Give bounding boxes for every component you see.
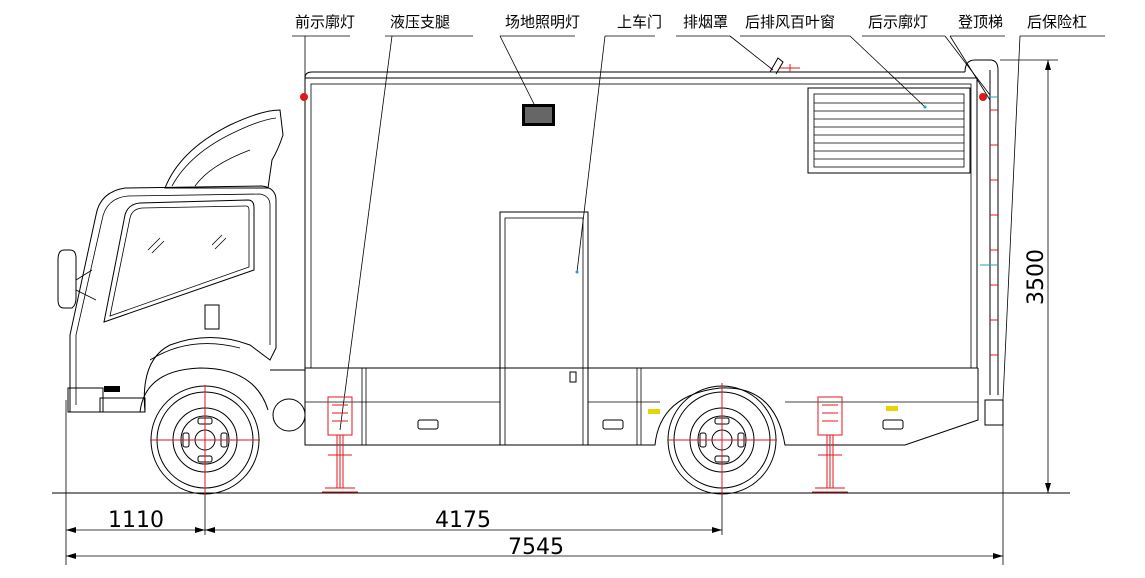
chassis-skirt [270,367,979,446]
dimension-lines [65,59,1058,565]
rear-wheel [667,383,777,495]
dim-overall-length: 7545 [508,535,564,560]
dim-front-overhang: 1110 [108,508,164,533]
label-upper-door: 上车门 [617,13,662,31]
label-smoke-hood: 排烟罩 [683,13,728,31]
hydraulic-leg-front [322,396,358,493]
label-rear-marker-light: 后示廓灯 [868,13,928,31]
hydraulic-leg-rear [812,396,848,493]
label-roof-ladder: 登顶梯 [958,13,1003,31]
box-body [300,57,978,446]
label-hydraulic-leg: 液压支腿 [390,13,450,31]
leader-lines [304,35,1021,431]
callout-labels: 前示廓灯 液压支腿 场地照明灯 上车门 排烟罩 后排风百叶窗 后示廓灯 登顶梯 … [295,13,1087,31]
label-front-marker-light: 前示廓灯 [295,13,355,31]
label-rear-louver: 后排风百叶窗 [745,13,835,31]
label-rear-bumper: 后保险杠 [1027,13,1087,31]
rear-ladder [964,59,1004,426]
dim-overall-height: 3500 [1024,249,1049,305]
dim-wheelbase: 4175 [435,508,491,533]
label-site-light: 场地照明灯 [505,13,580,31]
cab [57,109,284,413]
front-wheel [150,385,260,495]
